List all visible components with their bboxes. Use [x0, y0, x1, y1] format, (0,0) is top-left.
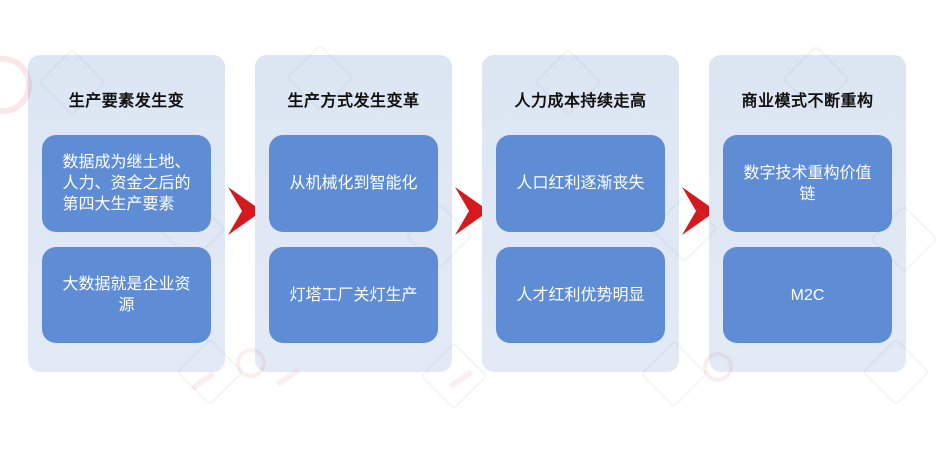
stage-panel-3: 人力成本持续走高 人口红利逐渐丧失 人才红利优势明显: [482, 55, 679, 372]
panel-title: 商业模式不断重构: [741, 93, 874, 110]
arrow-right-icon: [455, 187, 489, 235]
stage-panel-1: 生产要素发生变 数据成为继土地、 人力、资金之后的 第四大生产要素 大数据就是企…: [28, 55, 225, 372]
watermark-mark: [190, 371, 216, 391]
info-card: 人口红利逐渐丧失: [496, 135, 665, 232]
arrow-right-icon: [228, 187, 262, 235]
stage-panel-4: 商业模式不断重构 数字技术重构价值链 M2C: [709, 55, 906, 372]
card-text-line: 从机械化到智能化: [289, 175, 418, 192]
panel-title: 生产方式发生变革: [287, 93, 420, 110]
card-text-line: M2C: [790, 286, 825, 304]
info-card: M2C: [723, 247, 892, 343]
card-text-line: 数据成为继土地、: [62, 154, 191, 171]
card-text-line: 大数据就是企业资源: [62, 276, 191, 314]
info-card: 大数据就是企业资源: [42, 247, 211, 343]
card-text-line: 人才红利优势明显: [516, 286, 645, 304]
info-card: 灯塔工厂关灯生产: [269, 247, 438, 343]
card-text-line: 数字技术重构价值链: [743, 164, 872, 203]
panel-title: 生产要素发生变: [68, 93, 185, 110]
panel-title: 人力成本持续走高: [514, 93, 647, 110]
info-card: 人才红利优势明显: [496, 247, 665, 343]
card-text-line: 人口红利逐渐丧失: [516, 175, 645, 192]
stage-panel-2: 生产方式发生变革 从机械化到智能化 灯塔工厂关灯生产: [255, 55, 452, 372]
card-text-line: 人力、资金之后的: [62, 175, 191, 192]
info-card: 数据成为继土地、 人力、资金之后的 第四大生产要素: [42, 135, 211, 232]
card-text-line: 灯塔工厂关灯生产: [289, 286, 418, 304]
arrow-right-icon: [682, 187, 716, 235]
info-card: 数字技术重构价值链: [723, 135, 892, 232]
watermark-mark: [448, 369, 474, 389]
card-text-line: 第四大生产要素: [62, 196, 175, 213]
info-card: 从机械化到智能化: [269, 135, 438, 232]
